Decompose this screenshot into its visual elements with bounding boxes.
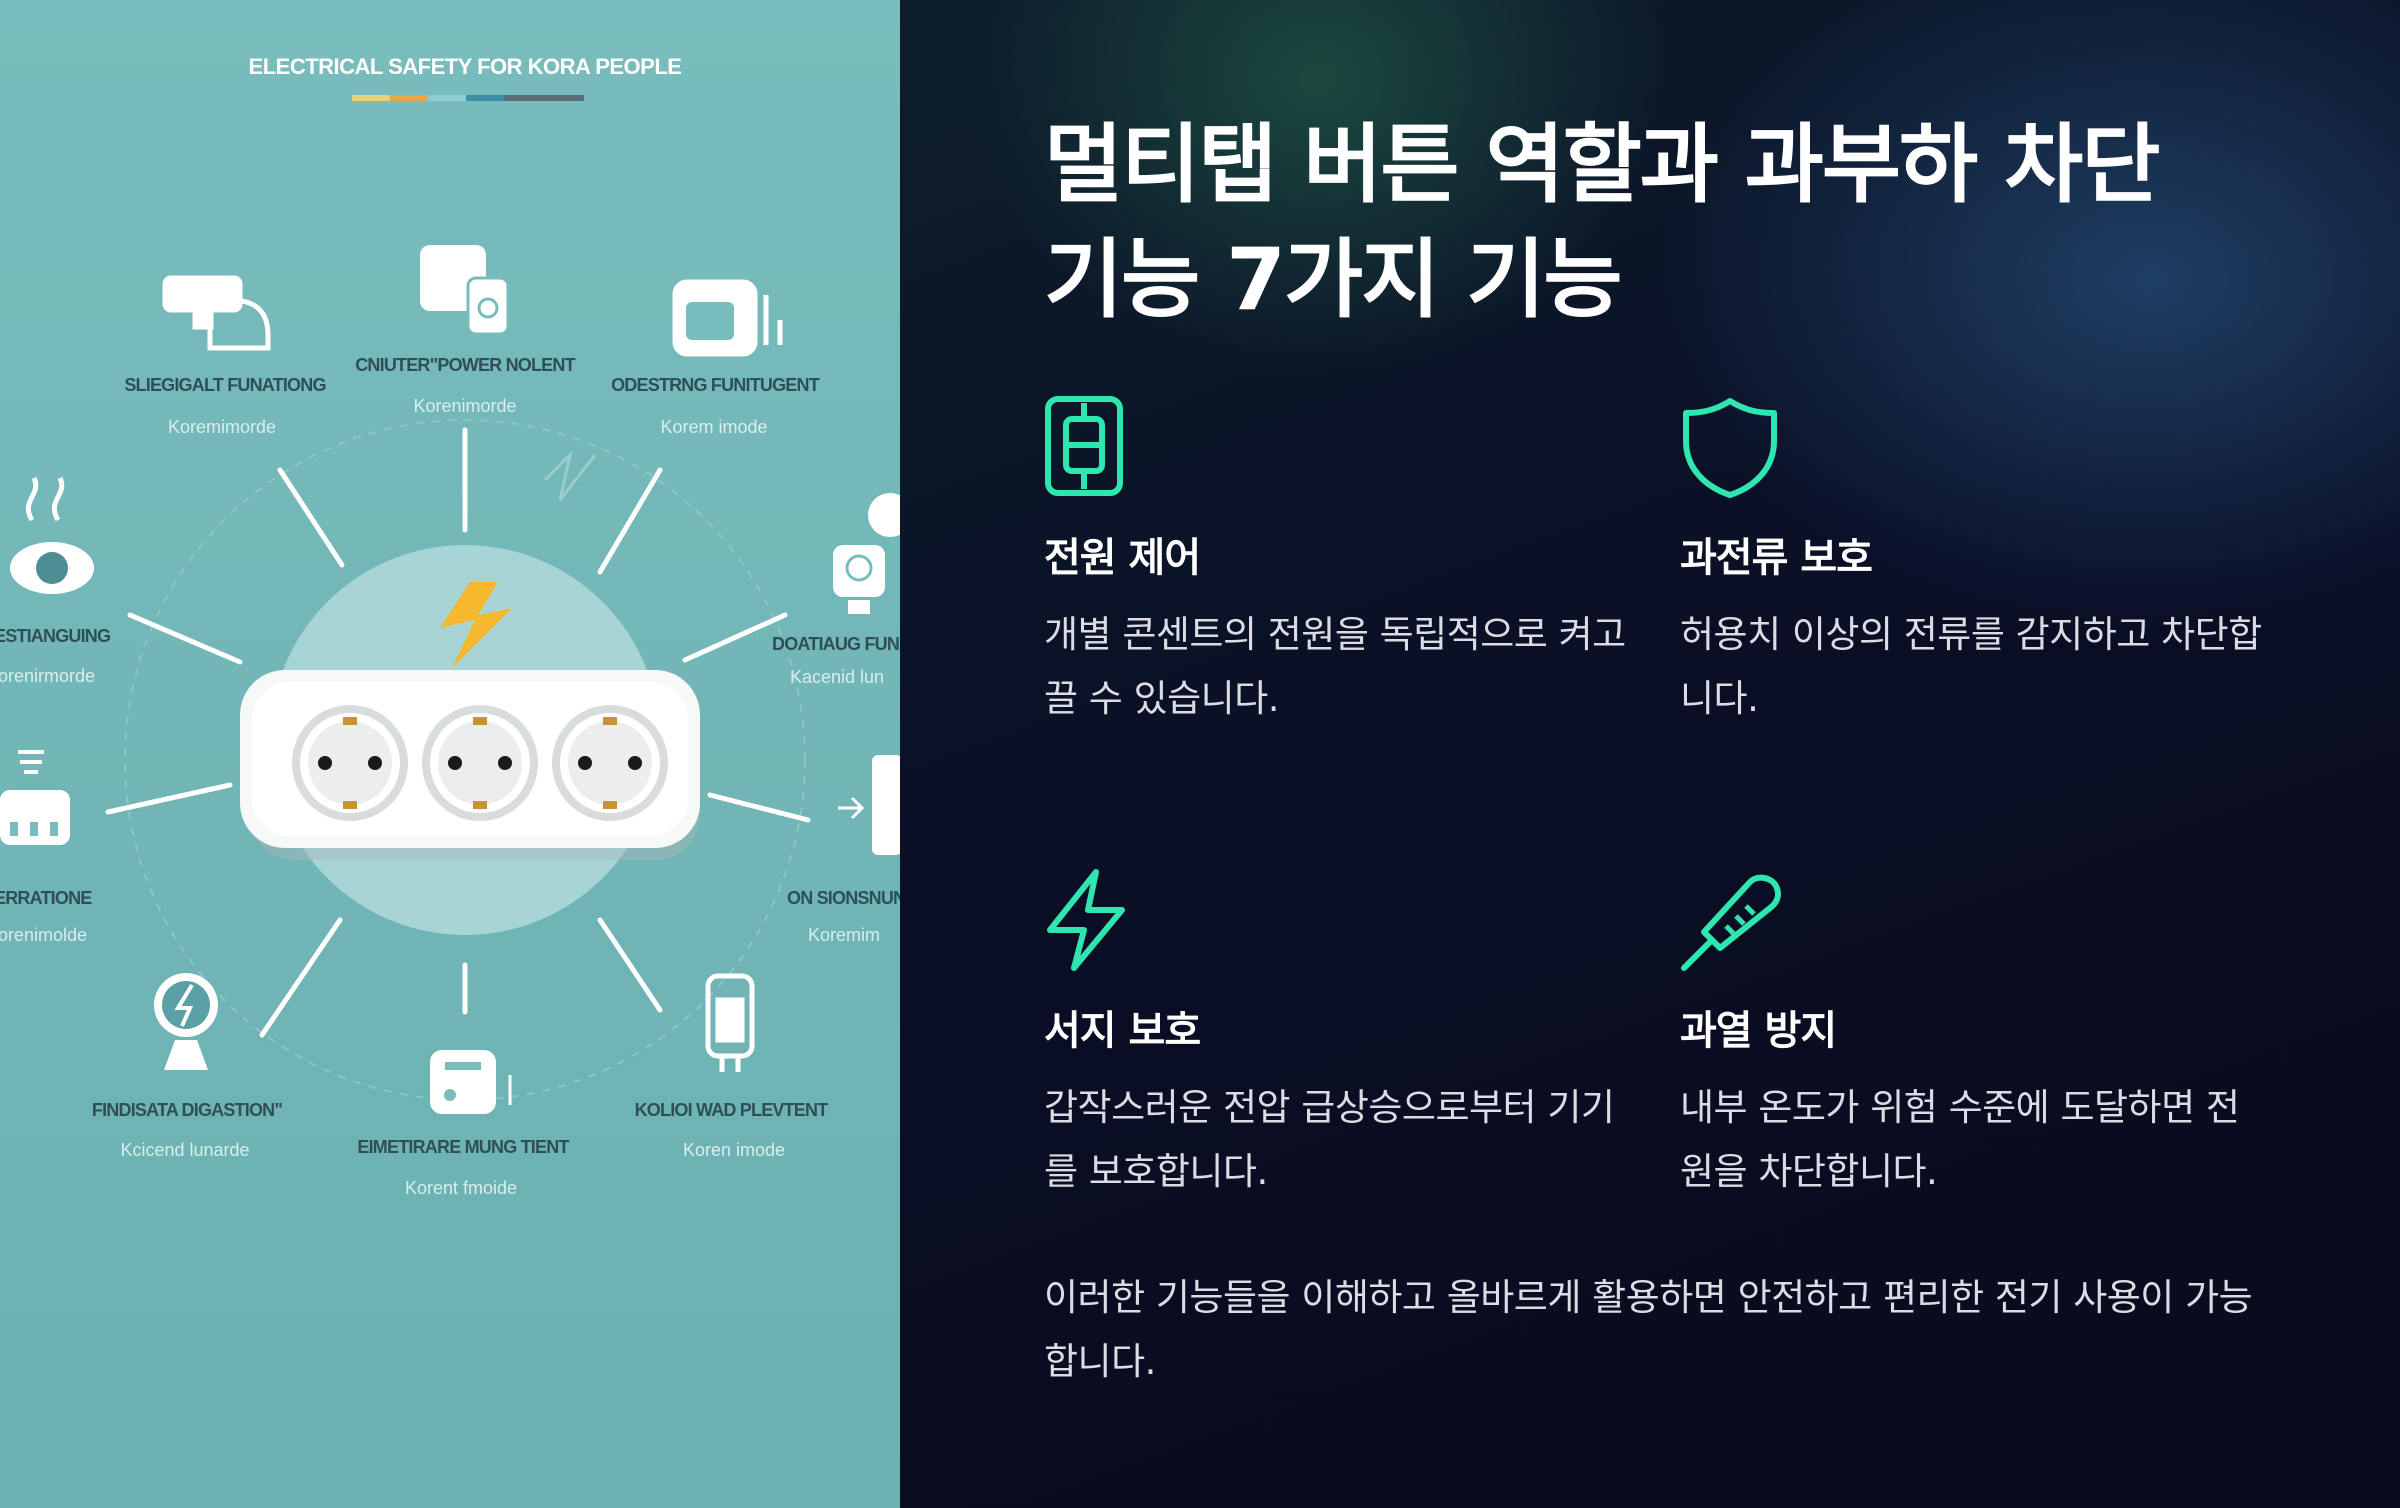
- lightning-bolt-icon: [440, 582, 512, 668]
- title-color-stripe: [352, 95, 584, 101]
- illustration-label: ERRATIONE: [0, 888, 92, 908]
- slide-heading: 멀티탭 버튼 역할과 과부하 차단 기능 7가지 기능: [1044, 108, 2344, 338]
- feature-description: 허용치 이상의 전류를 감지하고 차단합니다.: [1680, 613, 2262, 720]
- illustration-graphic: [0, 95, 900, 1114]
- illustration-label: DOATIAUG FUN: [772, 634, 900, 654]
- illustration-sublabel: Korenimorde: [413, 396, 517, 416]
- illustration-label: ODESTRNG FUNITUGENT: [611, 375, 820, 395]
- feature-card-surge: 서지 보호 갑작스러운 전압 급상승으로부터 기기를 보호합니다.: [1044, 868, 1634, 1228]
- illustration-label: ON SIONSNUN: [787, 888, 900, 908]
- feature-description: 개별 콘센트의 전원을 독립적으로 켜고 끌 수 있습니다.: [1044, 613, 1626, 720]
- cable-plug-icon: [162, 275, 271, 351]
- eye-icon: [10, 476, 94, 594]
- power-strip: [240, 670, 700, 860]
- camera-device-icon: [833, 493, 900, 614]
- illustration-sublabel: Koren imode: [682, 1140, 786, 1160]
- feature-description: 갑작스러운 전압 급상승으로부터 기기를 보호합니다.: [1044, 1086, 1615, 1193]
- illustration-sublabel: Kcicend lunarde: [120, 1140, 250, 1160]
- feature-card-overheat: 과열 방지 내부 온도가 위험 수준에 도달하면 전원을 차단합니다.: [1680, 868, 2270, 1228]
- illustration-label: KOLIOI WAD PLEVTENT: [634, 1100, 829, 1120]
- illustration-panel: ELECTRICAL SAFETY FOR KORA PEOPLE SLIEGI…: [0, 0, 900, 1508]
- socket: [552, 705, 668, 821]
- illustration-label: EIMETIRARE MUNG TIENT: [357, 1137, 569, 1157]
- microwave-icon: [672, 279, 783, 357]
- feature-description: 내부 온도가 위험 수준에 도달하면 전원을 차단합니다.: [1680, 1086, 2240, 1193]
- illustration-label: FINDISATA DIGASTION": [91, 1100, 283, 1120]
- socket: [422, 705, 538, 821]
- illustration-sublabel: Korent fmoide: [404, 1178, 518, 1198]
- meter-icon: [430, 1050, 512, 1114]
- feature-title: 서지 보호: [1044, 1008, 1201, 1054]
- closing-text: 이러한 기능들을 이해하고 올바르게 활용하면 안전하고 편리한 전기 사용이 …: [1044, 1276, 2253, 1383]
- illustration-sublabel: orenimolde: [0, 925, 88, 945]
- feature-card-overcurrent: 과전류 보호 허용치 이상의 전류를 감지하고 차단합니다.: [1680, 395, 2270, 755]
- illustration-sublabel: Koremimorde: [167, 417, 277, 437]
- appliance-icon: [420, 245, 510, 336]
- illustration-label: CNIUTER"POWER NOLENT: [355, 355, 575, 375]
- feature-title: 과전류 보호: [1680, 535, 1873, 581]
- illustration-sublabel: Kacenid lun: [790, 667, 885, 687]
- illustration-title: ELECTRICAL SAFETY FOR KORA PEOPLE: [248, 54, 682, 79]
- power-switch-icon: [1045, 396, 1123, 496]
- thermometer-icon: [1681, 874, 1781, 971]
- illustration-label: ESTIANGUING: [0, 626, 111, 646]
- phone-icon: [705, 973, 755, 1072]
- illustration-sublabel: Korem imode: [660, 417, 768, 437]
- charger-icon: [838, 755, 900, 855]
- lightning-icon: [1047, 869, 1125, 971]
- router-icon: [0, 750, 70, 845]
- feature-title: 전원 제어: [1044, 535, 1201, 581]
- radiating-lines: [105, 427, 811, 1038]
- feature-title: 과열 방지: [1680, 1008, 1837, 1054]
- shield-icon: [1683, 398, 1777, 498]
- illustration-label: SLIEGIGALT FUNATIONG: [124, 375, 326, 395]
- bulb-icon: [154, 973, 218, 1070]
- slide-heading-line: 멀티탭 버튼 역할과 과부하 차단: [1044, 115, 2160, 215]
- slide-content: 멀티탭 버튼 역할과 과부하 차단 기능 7가지 기능 전원 제어 개별 콘센트…: [900, 0, 2400, 1508]
- illustration-sublabel: Koremim: [808, 925, 881, 945]
- socket: [292, 705, 408, 821]
- slide-heading-line: 기능 7가지 기능: [1044, 230, 1622, 330]
- illustration-sublabel: orenirmorde: [0, 666, 96, 686]
- feature-card-power-control: 전원 제어 개별 콘센트의 전원을 독립적으로 켜고 끌 수 있습니다.: [1044, 395, 1634, 755]
